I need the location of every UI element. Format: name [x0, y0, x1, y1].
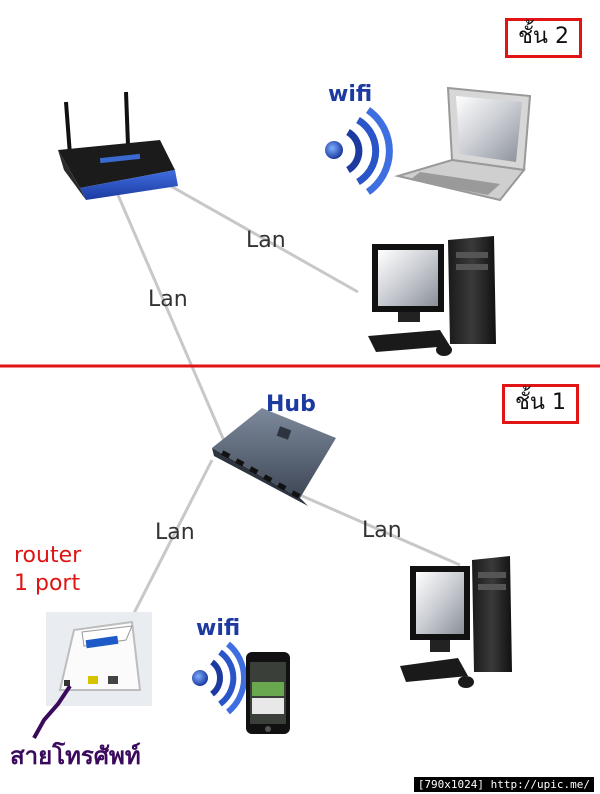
lan-label: Lan [362, 518, 402, 543]
hub-label: Hub [266, 392, 316, 417]
floor-badge-lower: ชั้น 1 [502, 384, 579, 425]
lan-label: Lan [155, 520, 195, 545]
desktop-pc-icon [368, 236, 496, 356]
router-label-line1: router [14, 543, 82, 568]
cable-hub-pc [299, 493, 461, 567]
wifi-icon [192, 641, 247, 715]
lan-label: Lan [148, 287, 188, 312]
floor-badge-upper: ชั้น 2 [505, 18, 582, 59]
desktop-pc-icon [400, 556, 512, 688]
cable-router-pc [159, 178, 359, 294]
hub-icon [212, 408, 336, 506]
wireless-router [58, 91, 178, 200]
image-source-footer: [790x1024] http://upic.me/ [413, 777, 594, 792]
wifi-label: wifi [196, 616, 241, 641]
laptop-icon [394, 86, 532, 202]
router-1port-label: router 1 port [14, 542, 81, 597]
phone-line-label: สายโทรศัพท์ [10, 742, 141, 770]
cable-router-hub [116, 194, 230, 451]
wifi-label: wifi [328, 82, 373, 107]
router-1port-icon [46, 612, 152, 706]
phone-cable [32, 684, 72, 739]
lan-label: Lan [246, 228, 286, 253]
wifi-icon [325, 107, 393, 195]
smartphone-icon [246, 652, 290, 734]
router-label-line2: 1 port [14, 570, 81, 596]
